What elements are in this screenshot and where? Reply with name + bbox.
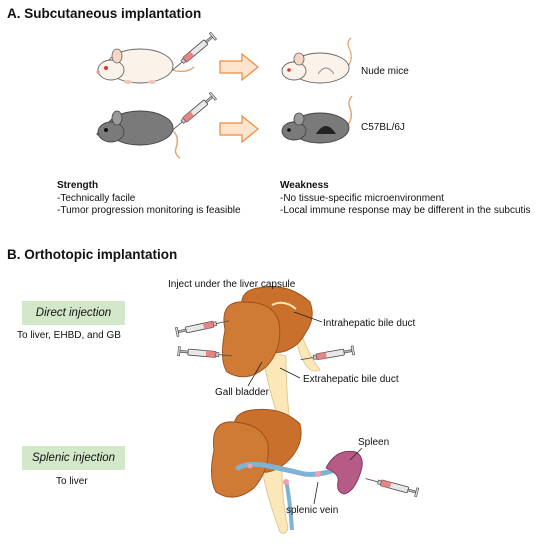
syringe-icon	[363, 473, 420, 498]
liver-icon-splenic	[211, 408, 347, 534]
right-arrow-icon	[219, 52, 259, 82]
section-b-title: B. Orthotopic implantation	[7, 247, 178, 262]
splenic-injection-tag: Splenic injection	[22, 446, 125, 470]
strength-block: Strength -Technically facile -Tumor prog…	[57, 180, 241, 218]
label-spleen: Spleen	[358, 437, 390, 448]
label-intrahepatic-bile-duct: Intrahepatic bile duct	[323, 318, 416, 329]
strength-item: -Tumor progression monitoring is feasibl…	[57, 205, 241, 216]
label-extrahepatic-bile-duct: Extrahepatic bile duct	[303, 374, 399, 385]
syringe-icon	[174, 315, 231, 337]
mouse-icon-c57	[281, 95, 353, 144]
label-nude-mice: Nude mice	[361, 66, 409, 77]
label-c57bl6j: C57BL/6J	[361, 122, 405, 133]
direct-injection-target: To liver, EHBD, and GB	[17, 330, 121, 341]
section-a-title: A. Subcutaneous implantation	[7, 6, 202, 21]
mouse-icon-nude	[281, 37, 352, 84]
weakness-item: -Local immune response may be different …	[280, 205, 531, 216]
spleen-icon	[325, 450, 363, 495]
syringe-icon	[168, 91, 218, 135]
strength-item: -Technically facile	[57, 192, 136, 204]
mouse-icon-nude-injected	[96, 48, 195, 84]
direct-injection-tag: Direct injection	[22, 301, 125, 325]
strength-heading: Strength	[57, 180, 99, 191]
mouse-icon-c57-injected	[96, 110, 181, 159]
label-splenic-vein: splenic vein	[286, 505, 339, 516]
liver-icon-direct	[222, 286, 321, 428]
right-arrow-icon	[219, 114, 259, 144]
inject-capsule-note: Inject under the liver capsule	[168, 279, 296, 290]
label-gall-bladder: Gall bladder	[215, 387, 269, 398]
weakness-heading: Weakness	[280, 180, 329, 191]
weakness-block: Weakness -No tissue-specific microenviro…	[280, 180, 531, 218]
splenic-injection-target: To liver	[56, 476, 88, 487]
weakness-item: -No tissue-specific microenvironment	[280, 192, 444, 204]
